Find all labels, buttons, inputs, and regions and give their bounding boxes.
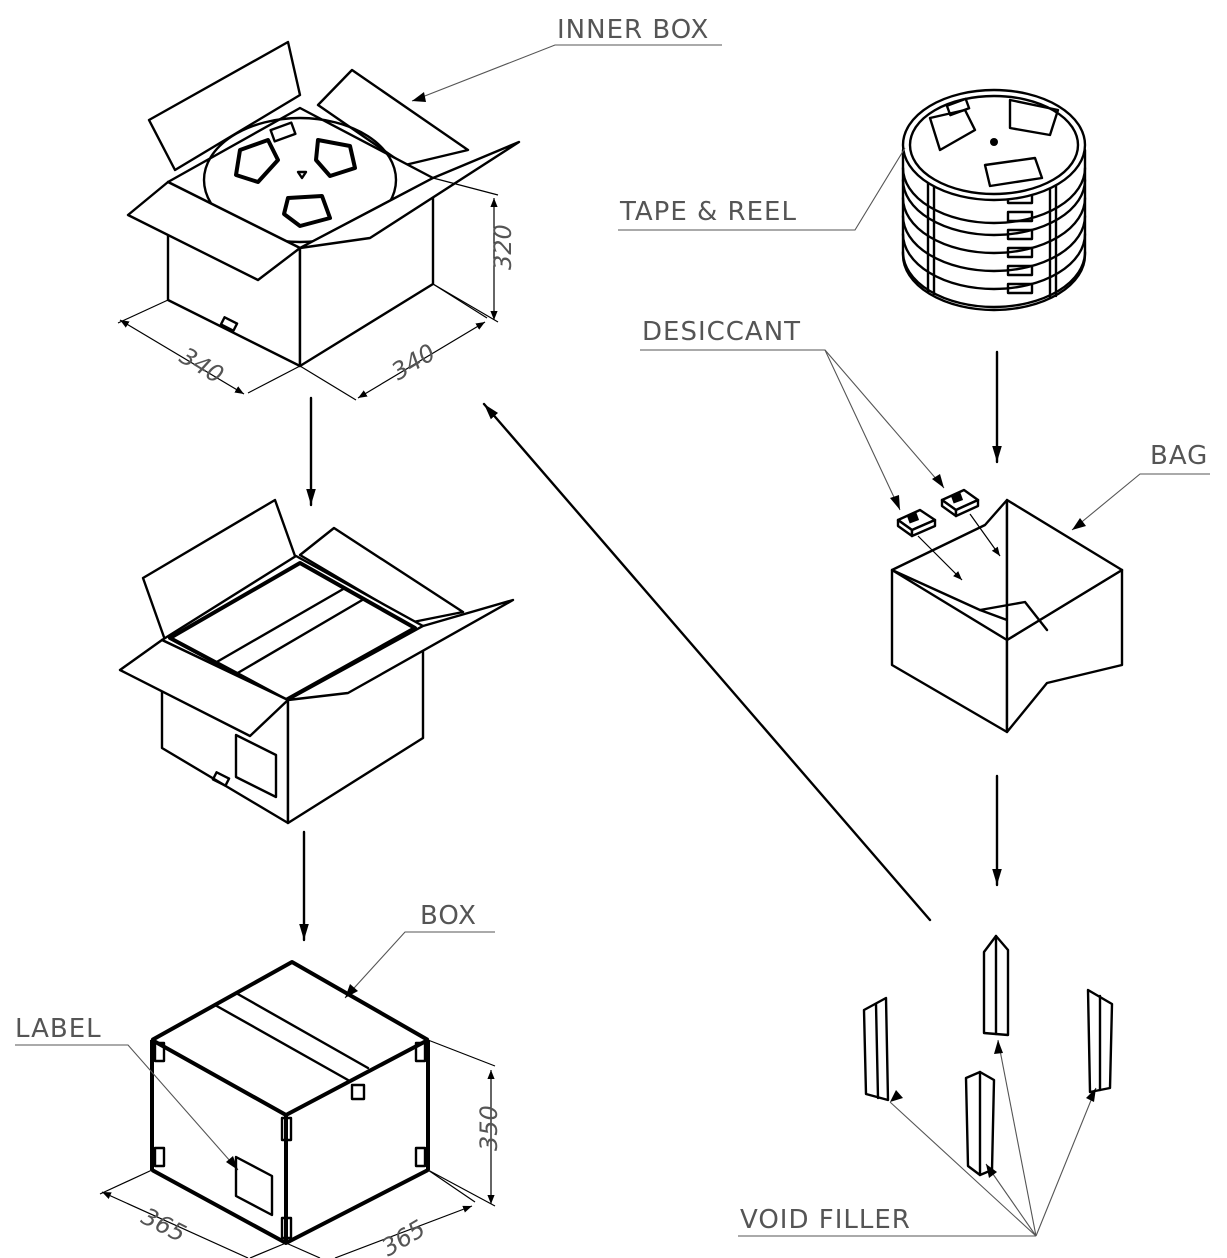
label-inner-box: INNER BOX bbox=[557, 15, 709, 45]
dim-outer-height: 350 bbox=[475, 1105, 503, 1151]
dim-inner-width: 340 bbox=[175, 342, 229, 390]
bag-drawing: DESICCANT BAG bbox=[640, 317, 1210, 734]
label-label: LABEL bbox=[15, 1014, 102, 1044]
flow-arrow-5 bbox=[482, 402, 932, 922]
dim-inner-height: 320 bbox=[489, 224, 517, 270]
label-bag: BAG bbox=[1150, 441, 1208, 471]
label-box: BOX bbox=[420, 901, 477, 931]
desiccant-pack-1 bbox=[896, 508, 937, 538]
label-void-filler: VOID FILLER bbox=[740, 1205, 911, 1235]
middle-box-drawing bbox=[118, 498, 515, 825]
outer-box-drawing: 365 365 350 BOX LABEL bbox=[15, 901, 503, 1258]
inner-box-drawing: 340 340 320 INNER BOX bbox=[117, 15, 722, 401]
desiccant-pack-2 bbox=[940, 488, 980, 518]
void-filler-drawing: VOID FILLER bbox=[738, 934, 1114, 1237]
dim-outer-width: 365 bbox=[137, 1202, 191, 1248]
label-desiccant: DESICCANT bbox=[642, 317, 801, 347]
tape-reel-drawing: TAPE & REEL bbox=[618, 88, 1087, 312]
dim-inner-depth: 340 bbox=[387, 338, 441, 386]
label-tape-reel: TAPE & REEL bbox=[619, 197, 797, 227]
dim-outer-depth: 365 bbox=[377, 1214, 431, 1258]
